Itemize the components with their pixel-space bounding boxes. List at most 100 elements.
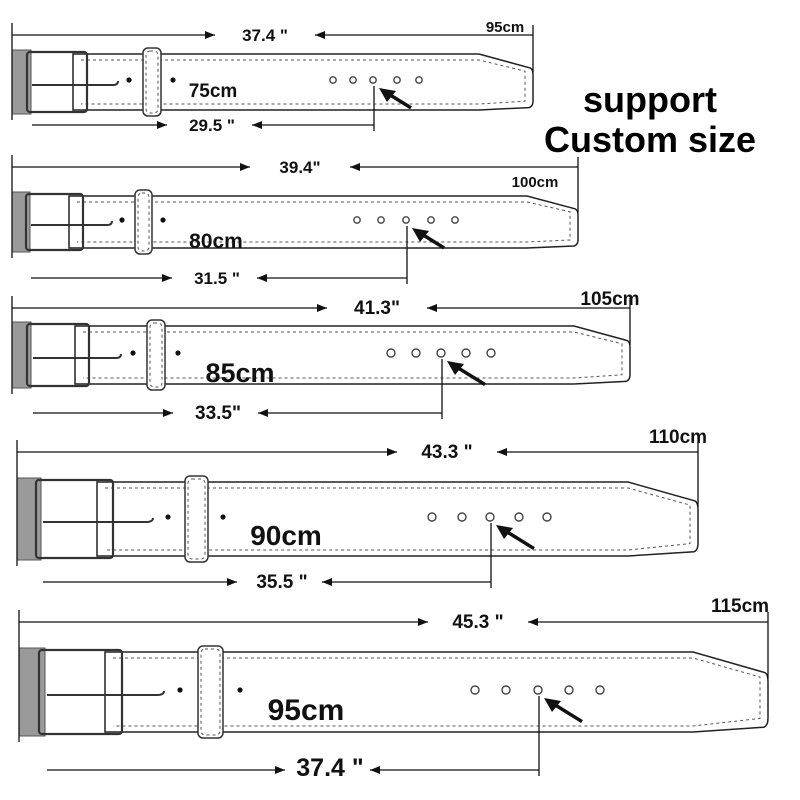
fit-length-cm: 95cm (268, 694, 345, 727)
belt-keeper-loop (142, 47, 162, 117)
belt-hole-3 (533, 685, 543, 695)
belt-stitching (83, 331, 623, 379)
total-dim-arrow-right (240, 163, 250, 171)
fit-length-cm: 80cm (189, 230, 243, 253)
belt-hole-1 (386, 348, 396, 358)
total-dim-arrow-right (418, 618, 428, 626)
total-length-inch: 43.3 " (421, 442, 472, 463)
fit-dim-arrow-left (252, 121, 262, 129)
total-length-inch: 41.3" (354, 298, 400, 319)
keeper-stitching (200, 648, 221, 736)
buckle-prong (32, 80, 119, 86)
belt-stitching (105, 487, 691, 551)
rivet-dot (177, 687, 183, 693)
fit-length-inch: 31.5 " (194, 269, 240, 288)
rivet-dot (119, 217, 125, 223)
belt-hole-2 (377, 216, 385, 224)
belt-hole-2 (411, 348, 421, 358)
fit-dim-arrow-right (227, 578, 237, 586)
total-dim-arrow-left (497, 448, 507, 456)
hole-pointer-arrow (503, 528, 535, 551)
buckle-prong (33, 353, 122, 359)
buckle-prong (43, 517, 154, 523)
belt-hole-4 (427, 216, 435, 224)
rivet-dot (165, 514, 171, 520)
rivet-dot (130, 350, 136, 356)
total-length-cm: 95cm (486, 19, 524, 36)
belt-hole-5 (415, 76, 423, 84)
belt-hole-1 (329, 76, 337, 84)
rivet-dot (220, 514, 226, 520)
belt-keeper-loop (134, 189, 153, 255)
belt-stitching (77, 201, 571, 243)
belt-hole-4 (564, 685, 574, 695)
total-dim-arrow-right (205, 31, 215, 39)
buckle-plate (11, 49, 32, 115)
total-dim-arrow-left (528, 618, 538, 626)
belt-keeper-loop (146, 319, 166, 391)
buckle-frame (25, 50, 89, 114)
belt-strap (68, 195, 579, 249)
buckle-frame (37, 648, 124, 736)
keeper-stitching (187, 478, 206, 560)
belt-4: 43.3 " 110cm 35.5 " 90cm (16, 427, 707, 593)
fit-length-inch: 29.5 " (189, 116, 235, 135)
belt-strap (74, 325, 631, 385)
fit-length-cm: 90cm (250, 520, 322, 551)
fit-dim-arrow-right (275, 766, 285, 774)
belt-keeper-loop (197, 645, 224, 739)
total-length-inch: 45.3 " (452, 612, 503, 633)
fit-dim-arrow-left (322, 578, 332, 586)
total-dim-arrow-left (350, 163, 360, 171)
belt-hole-1 (353, 216, 361, 224)
fit-length-cm: 85cm (205, 358, 274, 388)
belt-hole-2 (457, 512, 467, 522)
fit-length-inch: 33.5" (195, 403, 241, 424)
belt-hole-2 (501, 685, 511, 695)
fit-dim-arrow-right (162, 274, 172, 282)
buckle-plate (11, 191, 31, 253)
belt-hole-2 (349, 76, 357, 84)
total-length-cm: 110cm (649, 427, 707, 448)
buckle-plate (16, 477, 42, 561)
buckle-plate (11, 321, 32, 389)
rivet-dot (170, 77, 176, 83)
fit-length-cm: 75cm (189, 81, 238, 102)
belt-hole-5 (542, 512, 552, 522)
rivet-dot (175, 350, 181, 356)
belt-stitching (81, 59, 526, 105)
hole-pointer-arrowhead (496, 525, 513, 539)
buckle-frame (24, 192, 85, 252)
rivet-dot (160, 217, 166, 223)
headline-custom-size: Custom size (544, 119, 756, 160)
belt-1: 37.4 " 95cm 29.5 " 75cm (11, 19, 534, 135)
total-dim-arrow-right (387, 448, 397, 456)
belt-hole-4 (514, 512, 524, 522)
keeper-stitching (137, 192, 150, 252)
belt-hole-1 (470, 685, 480, 695)
fit-dim-arrow-left (370, 766, 380, 774)
belt-hole-4 (461, 348, 471, 358)
belt-strap (72, 53, 534, 111)
total-length-cm: 115cm (711, 596, 769, 617)
belt-hole-3 (485, 512, 495, 522)
keeper-stitching (145, 50, 159, 114)
total-dim-arrow-left (427, 304, 437, 312)
fit-length-inch: 35.5 " (256, 572, 307, 593)
hole-pointer-arrowhead (379, 88, 396, 102)
fit-dim-arrow-left (257, 274, 267, 282)
belt-hole-5 (595, 685, 605, 695)
total-length-inch: 37.4 " (242, 26, 288, 45)
fit-dim-arrow-left (258, 409, 268, 417)
belt-hole-3 (369, 76, 377, 84)
belt-hole-5 (486, 348, 496, 358)
keeper-stitching (149, 322, 163, 388)
hole-pointer-arrow (454, 364, 486, 387)
belt-hole-4 (393, 76, 401, 84)
belt-keeper-loop (184, 475, 209, 563)
buckle-frame (34, 478, 115, 560)
